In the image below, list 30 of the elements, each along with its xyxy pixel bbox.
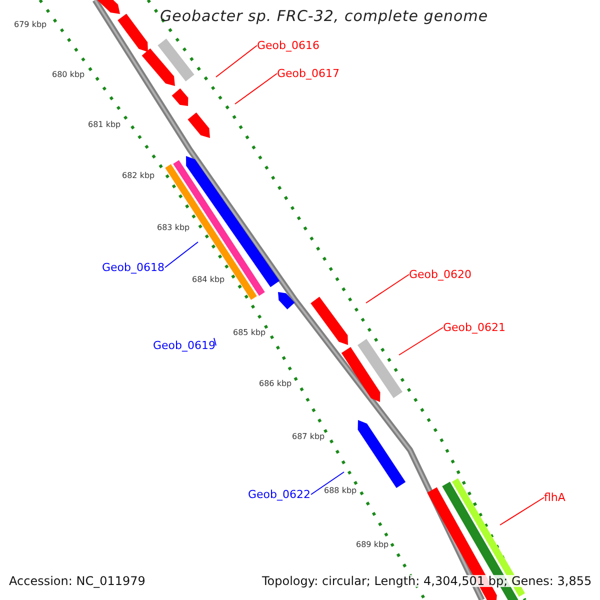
tick-label: 683 kbp	[157, 224, 190, 232]
gene-label: Geob_0619	[153, 340, 216, 351]
tick-label: 682 kbp	[122, 172, 155, 180]
title: Geobacter sp. FRC-32, complete genome	[160, 9, 488, 24]
leader-line	[214, 338, 216, 346]
tick-label: 687 kbp	[292, 433, 325, 441]
tick-label: 689 kbp	[356, 541, 389, 549]
tick-label: 686 kbp	[259, 380, 292, 388]
leader-line	[310, 472, 344, 495]
gene-label: flhA	[544, 492, 566, 503]
leader-line	[216, 45, 258, 78]
tick-label: 684 kbp	[192, 276, 225, 284]
gene-label: Geob_0622	[248, 489, 310, 500]
gene-label: Geob_0616	[257, 40, 320, 51]
gene-label: Geob_0617	[277, 68, 340, 79]
tick-label: 680 kbp	[52, 71, 85, 79]
leader-line	[398, 327, 444, 356]
tick-label: 681 kbp	[88, 121, 121, 129]
leader-line	[234, 73, 278, 104]
gene-label: Geob_0618	[102, 262, 164, 273]
genome-info-text: Topology: circular; Length: 4,304,501 bp; Genes: 3,855	[262, 575, 592, 587]
leader-line	[366, 274, 410, 304]
accession-text: Accession: NC_011979	[9, 575, 146, 587]
leader-line	[164, 242, 198, 268]
gene-label: Geob_0620	[409, 269, 472, 280]
tick-label: 685 kbp	[233, 329, 266, 337]
tick-label: 688 kbp	[324, 487, 357, 495]
gene-label: Geob_0621	[443, 322, 506, 333]
leader-line	[500, 497, 544, 526]
tick-label: 679 kbp	[14, 21, 47, 29]
